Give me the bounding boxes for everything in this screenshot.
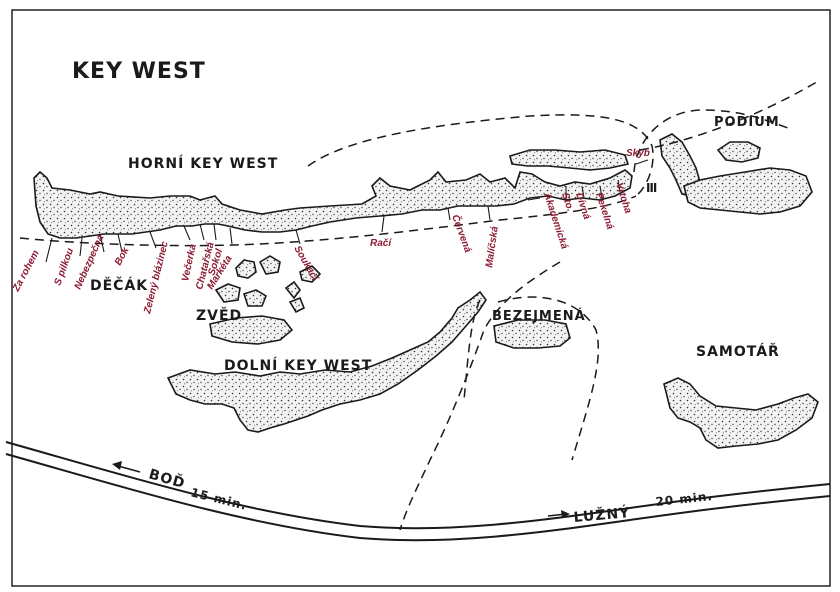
area-label-horni-key-west: HORNÍ KEY WEST [128,155,278,172]
area-label-decak: DĚČÁK [90,276,148,294]
boulder-5 [284,280,301,300]
path-to-luzny [497,296,599,461]
route-skyb: Skyb [626,148,650,159]
cave-icon: Ⅲ [646,181,658,195]
path-dolni-link [463,299,481,401]
map-frame [11,9,831,587]
route-s-pilkou: S pilkou [52,247,76,287]
arrow-luzny [547,510,570,518]
road [5,441,831,542]
path-upper-right [639,79,821,151]
area-label-dolni-key-west: DOLNÍ KEY WEST [224,357,372,374]
route-leaders [45,159,649,263]
route-bok: Bok [113,245,132,267]
rock-dolni-key-west [166,290,487,433]
road-time-bod: 15 min. [189,485,248,513]
rock-podium-east [683,167,813,215]
route-raci: Račí [370,238,392,249]
boulder-7 [299,265,322,283]
road-time-luzny: 20 min. [655,489,714,509]
route-cervena: Červená [449,213,475,255]
rock-bezejmena [493,319,571,349]
paths [19,79,821,531]
path-upper-loop [307,114,654,197]
rock-upper-ledge [509,149,630,171]
rock-horni-key-west [33,169,633,239]
area-label-podium: PODIUM [714,115,780,130]
area-label-bezejmena: BEZEJMENÁ [492,308,586,324]
path-to-bod [399,261,561,531]
road-label-luzny: LUŽNÝ [573,503,631,526]
rock-samotar [663,377,819,449]
boulder-1 [235,259,257,279]
arrow-bod [112,461,141,473]
rock-podium-boulder [716,141,761,163]
area-label-samotar: SAMOTÁŘ [696,343,780,360]
rock-zved [209,315,294,345]
area-label-zved: ZVĚD [196,307,242,324]
boulder-4 [242,289,267,307]
map-title: KEY WEST [72,59,206,84]
boulder-3 [214,283,241,303]
boulder-2 [258,255,281,275]
route-malicska: Malíčská [484,225,501,268]
rock-formations [33,133,819,449]
route-za-rohem: Za rohem [10,248,41,294]
path-under-band [19,195,637,247]
boulder-6 [288,296,306,314]
